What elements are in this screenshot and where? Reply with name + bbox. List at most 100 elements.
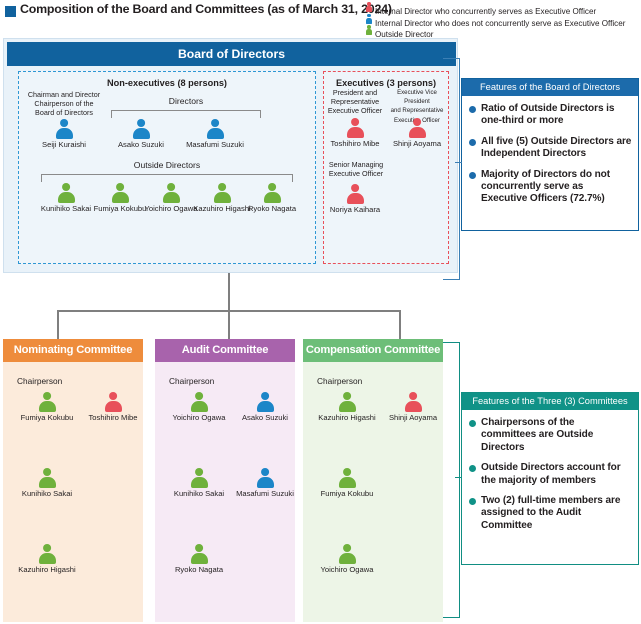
person-head — [351, 184, 359, 192]
person-head — [409, 392, 417, 400]
person: Noriya Kaihara — [310, 184, 400, 214]
executives-title: Executives (3 persons) — [335, 78, 437, 88]
person-body — [190, 553, 208, 564]
person-head — [109, 392, 117, 400]
committee-header: Audit Committee — [155, 339, 295, 362]
person-body — [256, 477, 274, 488]
features-committees-heading: Features of the Three (3) Committees — [462, 393, 638, 410]
person-body — [38, 401, 56, 412]
person-icon-green — [213, 183, 231, 203]
chairperson-label: Chairperson — [169, 376, 215, 386]
committee-member: Fumiya Kokubu — [2, 392, 92, 422]
person-body — [338, 401, 356, 412]
person: Kazuhiro Higashi — [177, 183, 267, 213]
person-head — [43, 468, 51, 476]
features-board-list: Ratio of Outside Directors is one-third … — [462, 96, 638, 218]
person-name: Seiji Kuraishi — [42, 139, 86, 149]
person-body — [104, 401, 122, 412]
person: Masafumi Suzuki — [170, 119, 260, 149]
person-name: Yoichiro Ogawa — [144, 203, 198, 213]
bullet-icon — [469, 498, 476, 506]
person-icon-green — [338, 392, 356, 412]
person-head — [351, 118, 359, 126]
person: Seiji Kuraishi — [19, 119, 109, 149]
committee-member: Masafumi Suzuki — [220, 468, 310, 498]
bullet-icon — [469, 106, 476, 113]
bracket-board-stub — [455, 162, 462, 164]
person-name: Toshihiro Mibe — [330, 138, 380, 148]
person-body — [346, 127, 364, 138]
bracket-board-to-features — [443, 58, 460, 280]
committee-member-name: Kunihiko Sakai — [173, 488, 225, 498]
legend-label: Internal Director who concurrently serve… — [375, 7, 597, 16]
person-head — [43, 392, 51, 400]
committee-member: Kazuhiro Higashi — [2, 544, 92, 574]
person-body — [338, 477, 356, 488]
chairperson-label: Chairperson — [317, 376, 363, 386]
page-title: Composition of the Board and Committees … — [20, 2, 392, 16]
person-body — [190, 401, 208, 412]
person-head — [60, 119, 68, 127]
person-name: Kazuhiro Higashi — [193, 203, 251, 213]
person: Kunihiko Sakai — [21, 183, 111, 213]
directors-group-label: Directors — [168, 96, 204, 106]
person-icon-green — [162, 183, 180, 203]
committee-member: Ryoko Nagata — [154, 544, 244, 574]
person-body — [55, 128, 73, 139]
committee-header: Compensation Committee — [303, 339, 443, 362]
outside-directors-bracket — [41, 174, 293, 182]
person-name: Fumiya Kokubu — [93, 203, 147, 213]
feature-item: Ratio of Outside Directors is one-third … — [469, 103, 632, 128]
person-icon-green — [38, 544, 56, 564]
committee-member-name: Fumiya Kokubu — [20, 412, 74, 422]
person-name: Ryoko Nagata — [247, 203, 297, 213]
person-body — [111, 192, 129, 203]
person-body — [263, 192, 281, 203]
person-head — [195, 468, 203, 476]
bullet-icon — [469, 465, 476, 473]
committee-member-name: Masafumi Suzuki — [236, 488, 294, 498]
person-body — [346, 193, 364, 204]
person-head — [343, 468, 351, 476]
committee-member: Yoichiro Ogawa — [302, 544, 392, 574]
person-head — [195, 544, 203, 552]
person-icon-blue — [366, 13, 372, 24]
committee-member-name: Yoichiro Ogawa — [172, 412, 226, 422]
person-icon-red — [408, 118, 426, 138]
legend: Internal Director who concurrently serve… — [365, 1, 641, 39]
outside-directors-group-label: Outside Directors — [133, 160, 201, 170]
person-icon-green — [338, 544, 356, 564]
person-head — [261, 468, 269, 476]
person: Asako Suzuki — [96, 119, 186, 149]
person-body — [404, 401, 422, 412]
person-icon-blue — [256, 468, 274, 488]
person-name: Masafumi Suzuki — [186, 139, 244, 149]
features-board-heading: Features of the Board of Directors — [462, 79, 638, 96]
person-head — [261, 392, 269, 400]
committee-header: Nominating Committee — [3, 339, 143, 362]
person-head — [218, 183, 226, 191]
person-icon-green — [111, 183, 129, 203]
committee-member: Yoichiro Ogawa — [154, 392, 244, 422]
person-icon-green — [338, 468, 356, 488]
committee-member: Toshihiro Mibe — [68, 392, 158, 422]
bracket-committees-stub — [455, 477, 462, 479]
directors-bracket — [111, 110, 261, 118]
person-icon-green — [263, 183, 281, 203]
person-body — [57, 192, 75, 203]
committee-member-name: Asako Suzuki — [241, 412, 288, 422]
person-body — [38, 553, 56, 564]
person-icon-red — [346, 118, 364, 138]
person-icon-red — [404, 392, 422, 412]
committee-member-name: Kazuhiro Higashi — [18, 564, 76, 574]
person-name: Kunihiko Sakai — [40, 203, 92, 213]
person-head — [211, 119, 219, 127]
person-head — [268, 183, 276, 191]
